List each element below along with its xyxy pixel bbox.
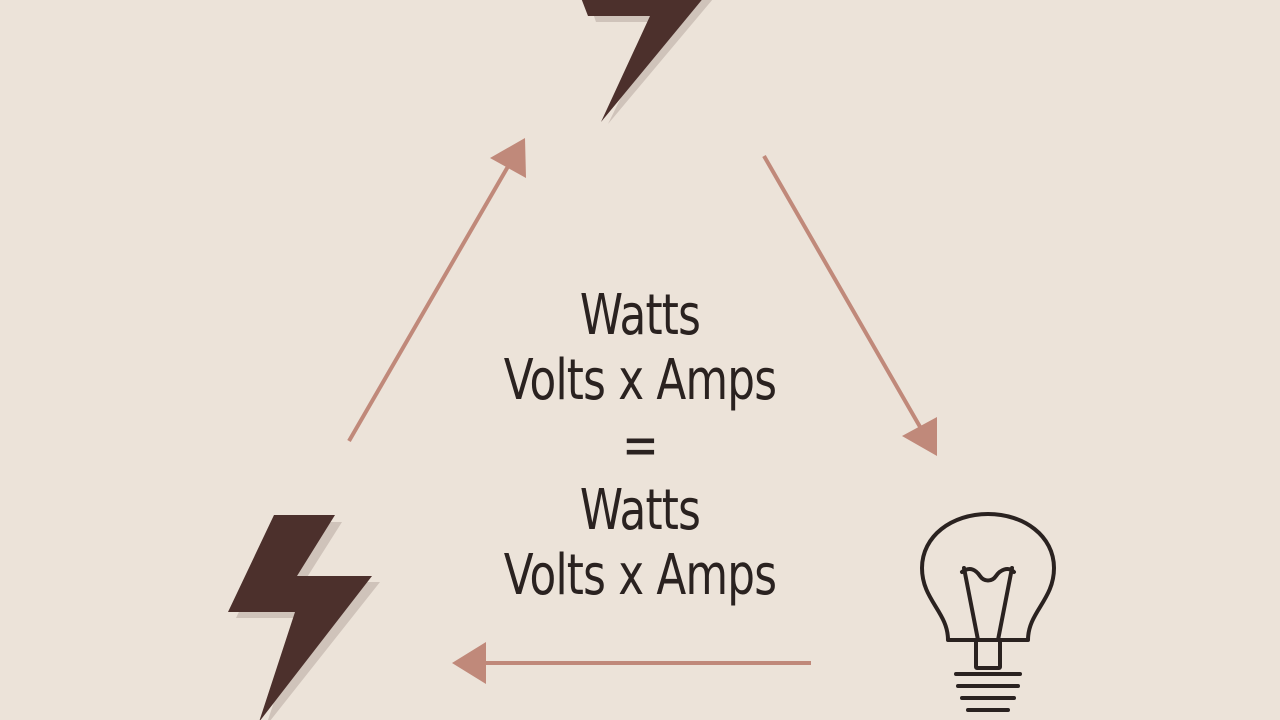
light-bulb-icon [920,512,1056,712]
arrow-up-right [347,138,526,443]
bottom-left-lightning-bolt-icon [228,515,380,720]
formula-line-watts-bottom: Watts [579,478,701,543]
power-formula: Watts Volts x Amps = Watts Volts x Amps [484,283,796,608]
formula-line-watts-top: Watts [579,283,701,348]
formula-line-volts-amps-bottom: Volts x Amps [503,543,777,608]
arrow-left [452,642,811,684]
top-lightning-bolt-icon [581,0,713,124]
arrow-down-right [762,155,937,456]
formula-line-equals: = [622,413,659,478]
formula-line-volts-amps-top: Volts x Amps [503,348,777,413]
